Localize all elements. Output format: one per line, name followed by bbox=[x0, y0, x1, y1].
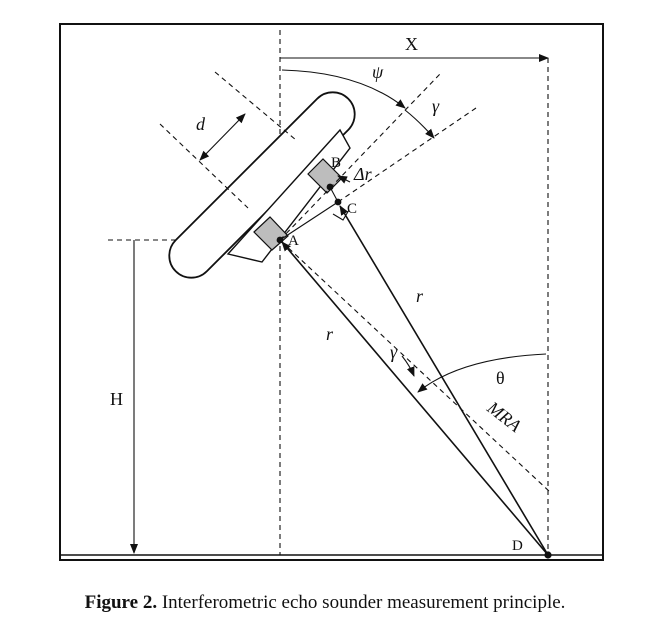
label-gamma-top: γ bbox=[432, 96, 440, 116]
delta-r-arrow bbox=[337, 175, 351, 184]
caption-text: Interferometric echo sounder measurement… bbox=[161, 592, 566, 613]
point-a bbox=[276, 236, 284, 244]
label-mra: MRA bbox=[483, 397, 526, 437]
label-gamma-mid: γ bbox=[390, 342, 398, 362]
frame bbox=[59, 23, 604, 561]
d-arrow bbox=[199, 113, 246, 161]
point-b bbox=[326, 183, 334, 191]
gamma-axis bbox=[337, 107, 477, 203]
theta-arc bbox=[417, 353, 547, 393]
label-psi: ψ bbox=[372, 62, 384, 82]
label-delta-r: Δr bbox=[353, 164, 373, 184]
label-c: C bbox=[347, 201, 357, 217]
ray-d-c bbox=[339, 205, 549, 556]
label-theta: θ bbox=[496, 368, 505, 388]
point-c bbox=[334, 198, 342, 206]
interferometric-diagram: X ψ γ d B Δr C A r r γ θ MRA H D bbox=[59, 23, 604, 561]
caption-prefix: Figure 2. bbox=[84, 592, 158, 613]
point-d bbox=[544, 551, 552, 559]
label-d: d bbox=[196, 114, 206, 134]
gamma-mid-arc bbox=[401, 355, 415, 377]
gamma-top-arc bbox=[404, 109, 435, 139]
label-h: H bbox=[110, 389, 123, 409]
array-axis bbox=[279, 73, 441, 241]
mra-line bbox=[281, 241, 551, 493]
label-a: A bbox=[288, 233, 299, 249]
d-dash-inner bbox=[159, 123, 249, 209]
label-r-left: r bbox=[326, 324, 334, 344]
label-r-right: r bbox=[416, 286, 424, 306]
d-dash-outer bbox=[214, 71, 297, 141]
psi-arc bbox=[281, 69, 406, 109]
ray-d-a bbox=[281, 241, 549, 556]
figure-caption: Figure 2. Interferometric echo sounder m… bbox=[0, 592, 650, 614]
label-x: X bbox=[405, 34, 418, 54]
label-d-point: D bbox=[512, 538, 523, 554]
line-a-c bbox=[279, 201, 339, 241]
label-b: B bbox=[331, 155, 341, 171]
